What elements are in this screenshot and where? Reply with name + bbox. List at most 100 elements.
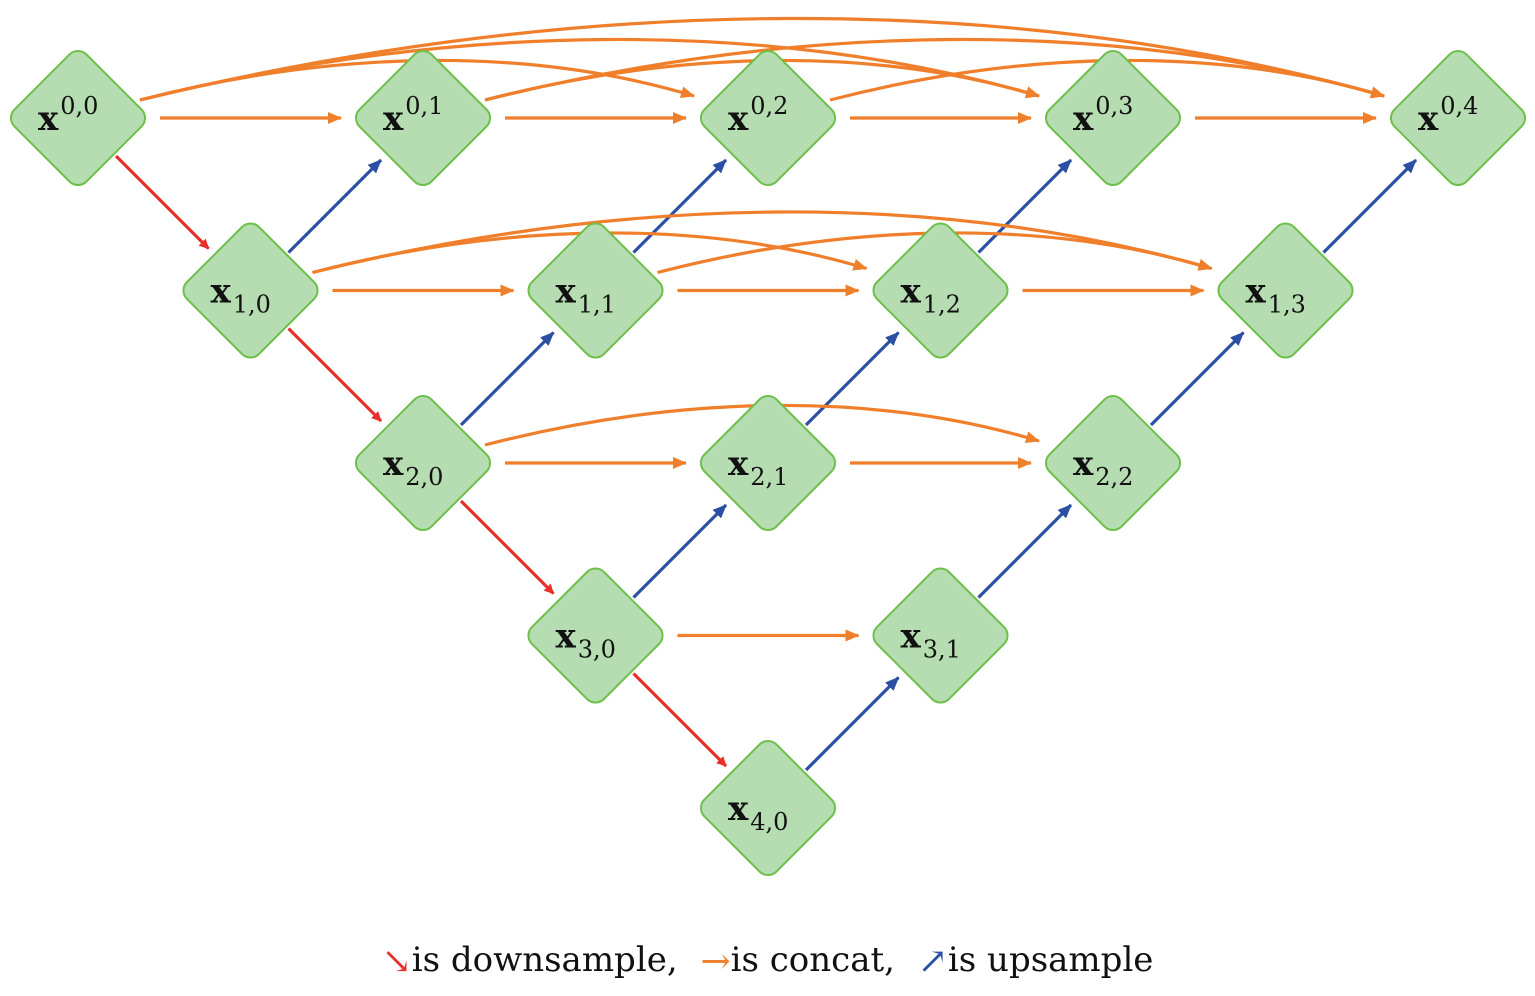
node-shape-x04 xyxy=(1389,49,1527,187)
node-x30: x3,0 xyxy=(527,567,664,704)
concat-arrow-icon: → xyxy=(700,941,731,982)
upsample-edge-x31-x22 xyxy=(977,503,1073,599)
node-var-x00: x xyxy=(38,99,59,139)
node-shape-x30 xyxy=(527,567,664,704)
node-x12: x1,2 xyxy=(872,222,1009,359)
upsample-edge-x20-x11 xyxy=(459,331,555,427)
node-var-x11: x xyxy=(556,272,577,312)
upsample-edge-x10-x01 xyxy=(287,158,383,254)
node-var-x21: x xyxy=(728,444,749,484)
legend-downsample: ↘is downsample, xyxy=(382,940,678,982)
legend-upsample-label: is upsample xyxy=(947,940,1154,980)
node-index-x11: 1,1 xyxy=(578,291,616,319)
upsample-edge-x22-x13 xyxy=(1149,331,1245,427)
node-shape-x21 xyxy=(699,394,837,532)
node-var-x01: x xyxy=(383,99,404,139)
upsample-edge-x11-x02 xyxy=(632,158,728,254)
node-var-x40: x xyxy=(728,789,749,829)
node-shape-x00 xyxy=(9,49,147,187)
node-label-x10: x1,0 xyxy=(211,272,271,319)
node-var-x22: x xyxy=(1073,444,1094,484)
node-x01: x0,1 xyxy=(354,49,492,187)
node-label-x31: x3,1 xyxy=(901,617,961,664)
upsample-edge-x12-x03 xyxy=(977,158,1073,254)
node-label-x03: x0,3 xyxy=(1073,92,1133,139)
node-index-x30: 3,0 xyxy=(578,636,616,664)
node-var-x03: x xyxy=(1073,99,1094,139)
node-index-x40: 4,0 xyxy=(750,808,788,836)
node-var-x20: x xyxy=(383,444,404,484)
node-var-x12: x xyxy=(901,272,922,312)
node-label-x04: x0,4 xyxy=(1418,92,1478,139)
node-index-x01: 0,1 xyxy=(405,92,443,120)
node-index-x00: 0,0 xyxy=(60,92,98,120)
node-label-x21: x2,1 xyxy=(728,444,788,491)
concat-edge-x01-x04 xyxy=(484,37,1385,102)
node-label-x40: x4,0 xyxy=(728,789,788,836)
node-shape-x02 xyxy=(699,49,837,187)
node-var-x13: x xyxy=(1246,272,1267,312)
node-x02: x0,2 xyxy=(699,49,837,187)
node-label-x02: x0,2 xyxy=(728,92,788,139)
upsample-edge-x21-x12 xyxy=(804,331,900,427)
node-index-x04: 0,4 xyxy=(1440,92,1478,120)
node-index-x02: 0,2 xyxy=(750,92,788,120)
downsample-edge-x10-x20 xyxy=(287,327,383,423)
node-label-x22: x2,2 xyxy=(1073,444,1133,491)
node-label-x11: x1,1 xyxy=(556,272,616,319)
node-shape-x03 xyxy=(1044,49,1182,187)
node-index-x31: 3,1 xyxy=(923,636,961,664)
node-x03: x0,3 xyxy=(1044,49,1182,187)
concat-edge-x10-x13 xyxy=(312,210,1213,275)
node-x20: x2,0 xyxy=(354,394,492,532)
node-index-x03: 0,3 xyxy=(1095,92,1133,120)
node-x40: x4,0 xyxy=(699,739,837,877)
node-var-x30: x xyxy=(556,617,577,657)
node-index-x12: 1,2 xyxy=(923,291,961,319)
node-x21: x2,1 xyxy=(699,394,837,532)
node-var-x04: x xyxy=(1418,99,1439,139)
node-var-x10: x xyxy=(211,272,232,312)
concat-edge-x00-x04 xyxy=(139,16,1385,102)
upsample-edge-x40-x31 xyxy=(804,676,900,772)
downsample-edge-x20-x30 xyxy=(459,499,555,595)
node-x22: x2,2 xyxy=(1044,394,1182,532)
node-shape-x10 xyxy=(182,222,319,359)
node-shape-x40 xyxy=(699,739,837,877)
legend-upsample: ↗is upsample xyxy=(918,940,1154,982)
node-index-x10: 1,0 xyxy=(233,291,271,319)
node-index-x21: 2,1 xyxy=(750,463,788,491)
node-x10: x1,0 xyxy=(182,222,319,359)
node-shape-x13 xyxy=(1217,222,1354,359)
downsample-arrow-icon: ↘ xyxy=(381,941,412,982)
upsample-edge-x13-x04 xyxy=(1322,158,1418,254)
node-index-x13: 1,3 xyxy=(1268,291,1306,319)
node-label-x12: x1,2 xyxy=(901,272,961,319)
node-var-x31: x xyxy=(901,617,922,657)
node-label-x00: x0,0 xyxy=(38,92,98,139)
downsample-edge-x30-x40 xyxy=(632,672,728,768)
node-var-x02: x xyxy=(728,99,749,139)
upsample-arrow-icon: ↗ xyxy=(917,941,948,982)
node-shape-x01 xyxy=(354,49,492,187)
node-x31: x3,1 xyxy=(872,567,1009,704)
node-label-x20: x2,0 xyxy=(383,444,443,491)
node-shape-x31 xyxy=(872,567,1009,704)
node-index-x22: 2,2 xyxy=(1095,463,1133,491)
legend-concat: →is concat, xyxy=(700,940,895,982)
upsample-edge-x30-x21 xyxy=(632,503,728,599)
node-x11: x1,1 xyxy=(527,222,664,359)
node-index-x20: 2,0 xyxy=(405,463,443,491)
node-x13: x1,3 xyxy=(1217,222,1354,359)
node-label-x01: x0,1 xyxy=(383,92,443,139)
legend-downsample-label: is downsample, xyxy=(411,940,678,980)
downsample-edge-x00-x10 xyxy=(114,154,210,250)
node-shape-x22 xyxy=(1044,394,1182,532)
node-x00: x0,0 xyxy=(9,49,147,187)
node-label-x30: x3,0 xyxy=(556,617,616,664)
node-shape-x12 xyxy=(872,222,1009,359)
legend: ↘is downsample, →is concat, ↗is upsample xyxy=(0,940,1535,982)
node-shape-x11 xyxy=(527,222,664,359)
